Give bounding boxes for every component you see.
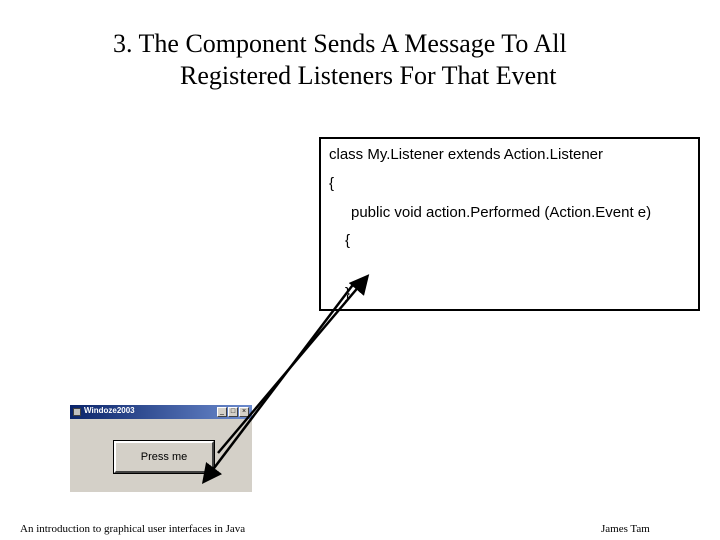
footer-course-title: An introduction to graphical user interf… <box>20 523 246 535</box>
window-title: Windoze2003 <box>84 406 135 415</box>
slide-title-line1: 3. The Component Sends A Message To All <box>113 29 567 58</box>
maximize-icon[interactable]: □ <box>228 407 238 417</box>
code-method-open-brace: { <box>345 232 351 249</box>
code-box: class My.Listener extends Action.Listene… <box>319 137 700 311</box>
window-titlebar[interactable]: Windoze2003 _ □ × <box>70 405 252 419</box>
code-method-close-brace: } <box>345 285 351 302</box>
code-class-declaration: class My.Listener extends Action.Listene… <box>329 146 604 163</box>
press-me-button[interactable]: Press me <box>113 440 215 474</box>
footer-author: James Tam <box>601 523 650 535</box>
slide-title-line2: Registered Listeners For That Event <box>180 61 557 90</box>
code-method-signature: public void action.Performed (Action.Eve… <box>351 204 652 221</box>
close-icon[interactable]: × <box>239 407 249 417</box>
minimize-icon[interactable]: _ <box>217 407 227 417</box>
app-window: Windoze2003 _ □ × Press me <box>70 405 252 492</box>
app-icon <box>73 408 81 416</box>
code-open-brace: { <box>329 175 335 192</box>
